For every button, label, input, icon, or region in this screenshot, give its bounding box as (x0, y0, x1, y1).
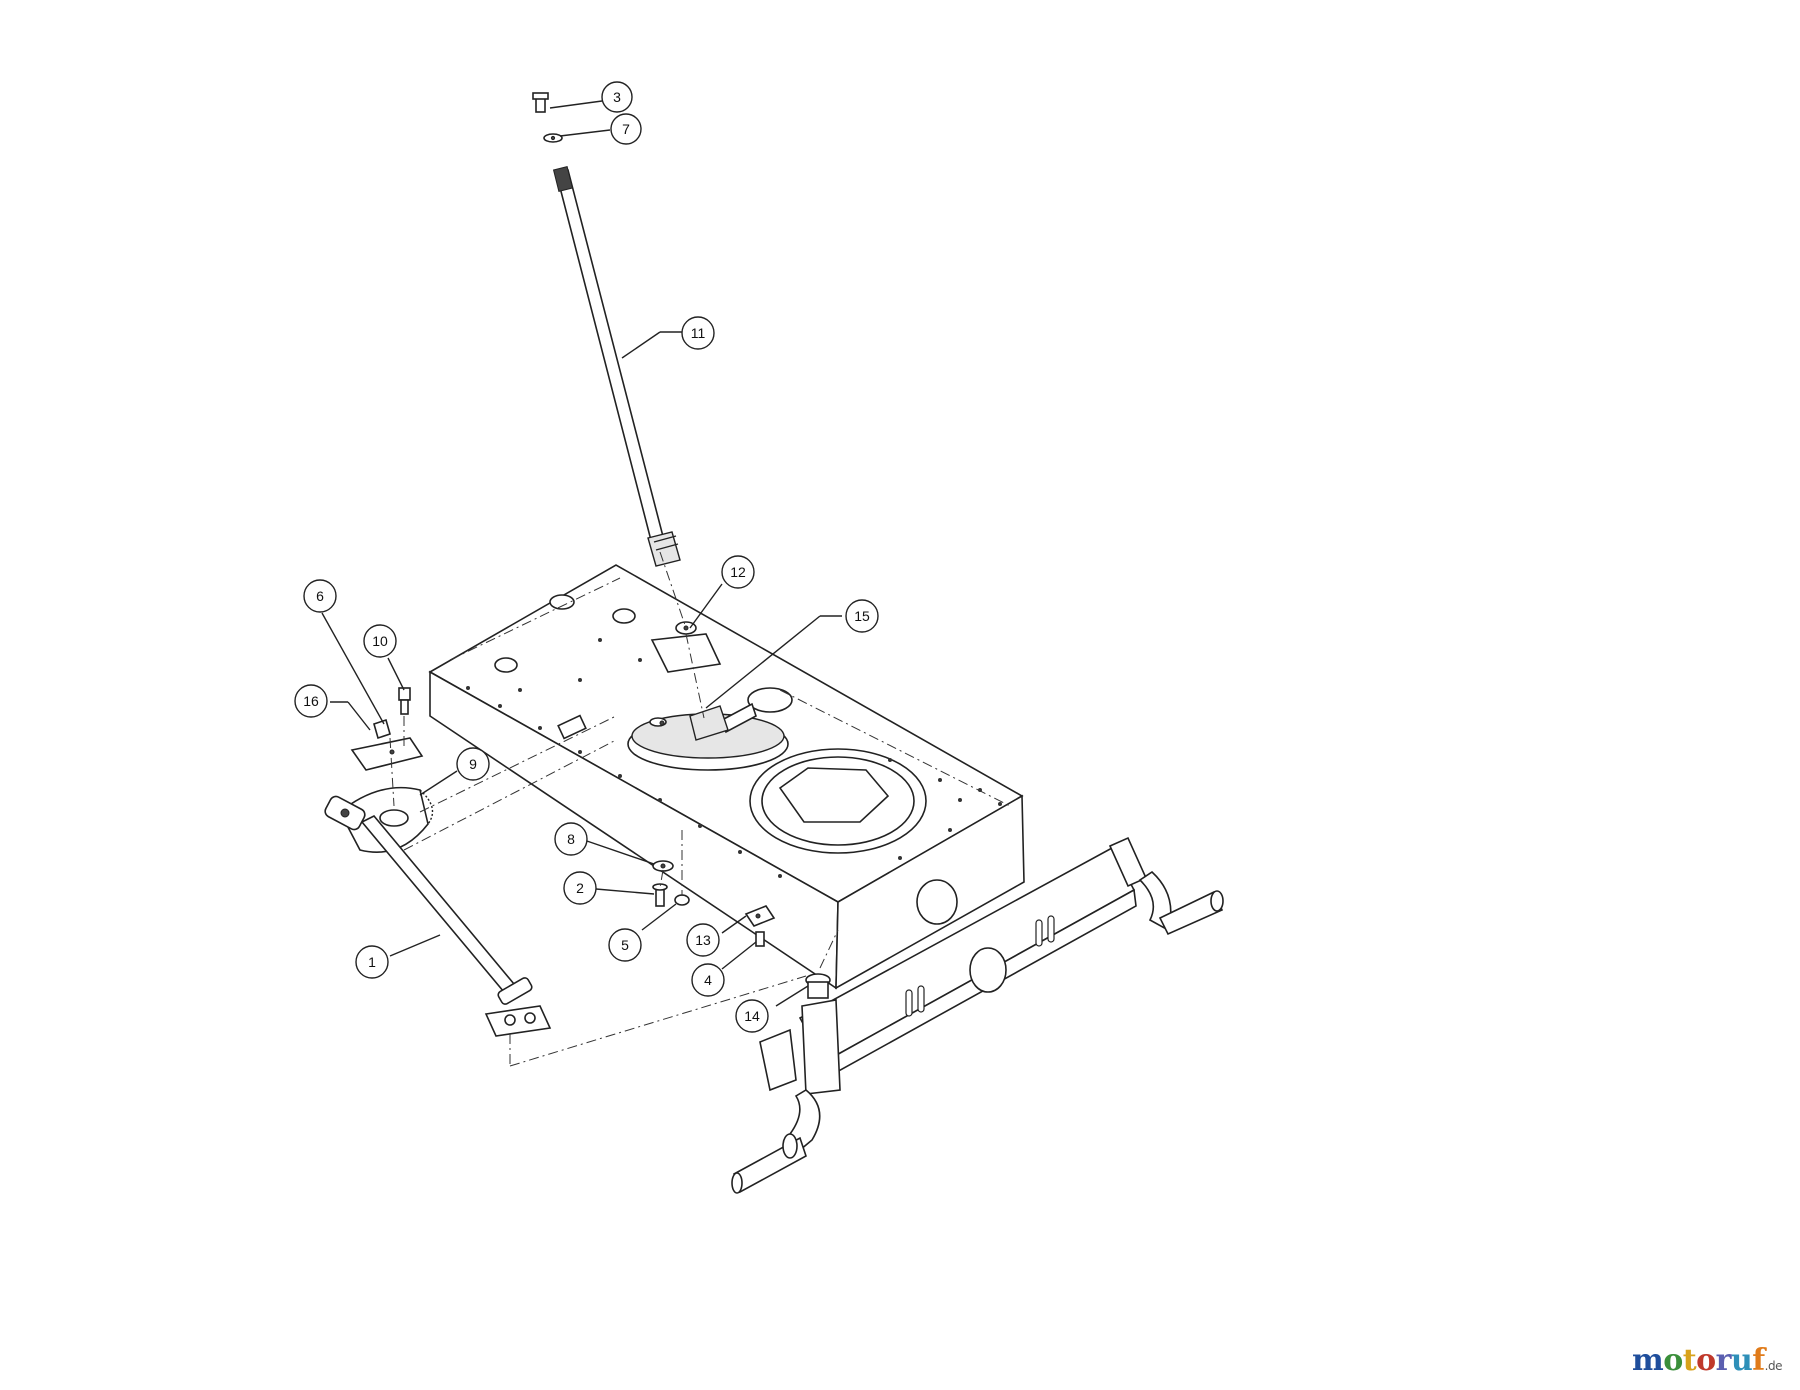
watermark-suffix: .de (1764, 1359, 1783, 1373)
bracket-plate (744, 905, 776, 927)
left-spindle (731, 973, 841, 1194)
pinion-plate (689, 705, 729, 741)
chassis-frame (428, 564, 1025, 990)
callout-3-label: 3 (613, 89, 621, 105)
watermark-letters: motoruf (1632, 1343, 1765, 1378)
watermark-letter: o (1696, 1343, 1716, 1378)
callout-10: 10 (363, 624, 397, 658)
callout-4: 4 (691, 963, 725, 997)
watermark-letter: r (1715, 1343, 1732, 1378)
callout-13-label: 13 (695, 932, 711, 948)
top-bolt (532, 92, 549, 113)
callout-12-label: 12 (730, 564, 746, 580)
nut (674, 894, 690, 906)
sector-gear (338, 786, 434, 853)
callout-12: 12 (721, 555, 755, 589)
gear-plate (350, 737, 424, 771)
callout-3: 3 (601, 81, 633, 113)
pivot-bolt (652, 883, 668, 907)
callout-10-label: 10 (372, 633, 388, 649)
callout-7: 7 (610, 113, 642, 145)
flange-nut (373, 718, 391, 740)
callout-14: 14 (735, 999, 769, 1033)
callout-16: 16 (294, 684, 328, 718)
callout-11-label: 11 (691, 325, 706, 341)
watermark-logo: motoruf.de (1632, 1343, 1783, 1378)
top-washer (543, 133, 563, 143)
callout-16-label: 16 (303, 693, 319, 709)
assembly-lines (389, 551, 839, 1067)
callout-4-label: 4 (704, 972, 712, 988)
callout-8: 8 (554, 822, 588, 856)
callout-15-label: 15 (854, 608, 870, 624)
watermark-letter: m (1632, 1343, 1664, 1378)
callout-1: 1 (355, 945, 389, 979)
steering-shaft (552, 166, 681, 567)
callout-5: 5 (608, 928, 642, 962)
flange-washer (652, 860, 674, 872)
callout-9-label: 9 (469, 756, 477, 772)
callout-7-label: 7 (622, 121, 630, 137)
callout-2: 2 (563, 871, 597, 905)
drag-link (324, 795, 552, 1037)
front-axle (798, 836, 1224, 1080)
callout-11: 11 (681, 316, 715, 350)
callout-8-label: 8 (567, 831, 575, 847)
callout-6: 6 (303, 579, 337, 613)
watermark-letter: u (1730, 1343, 1753, 1378)
hex-screw (755, 931, 765, 947)
callout-2-label: 2 (576, 880, 584, 896)
callout-6-label: 6 (316, 588, 324, 604)
leader-lines (321, 100, 842, 1007)
callout-15: 15 (845, 599, 879, 633)
callout-9: 9 (456, 747, 490, 781)
watermark-letter: t (1682, 1343, 1697, 1378)
watermark-letter: f (1752, 1343, 1765, 1378)
callouts: 3 7 11 12 15 6 10 16 (294, 81, 879, 1033)
shoulder-bolt (398, 687, 411, 715)
callout-13: 13 (686, 923, 720, 957)
callout-5-label: 5 (621, 937, 629, 953)
callout-14-label: 14 (744, 1008, 760, 1024)
callout-1-label: 1 (368, 954, 376, 970)
watermark-letter: o (1663, 1343, 1683, 1378)
